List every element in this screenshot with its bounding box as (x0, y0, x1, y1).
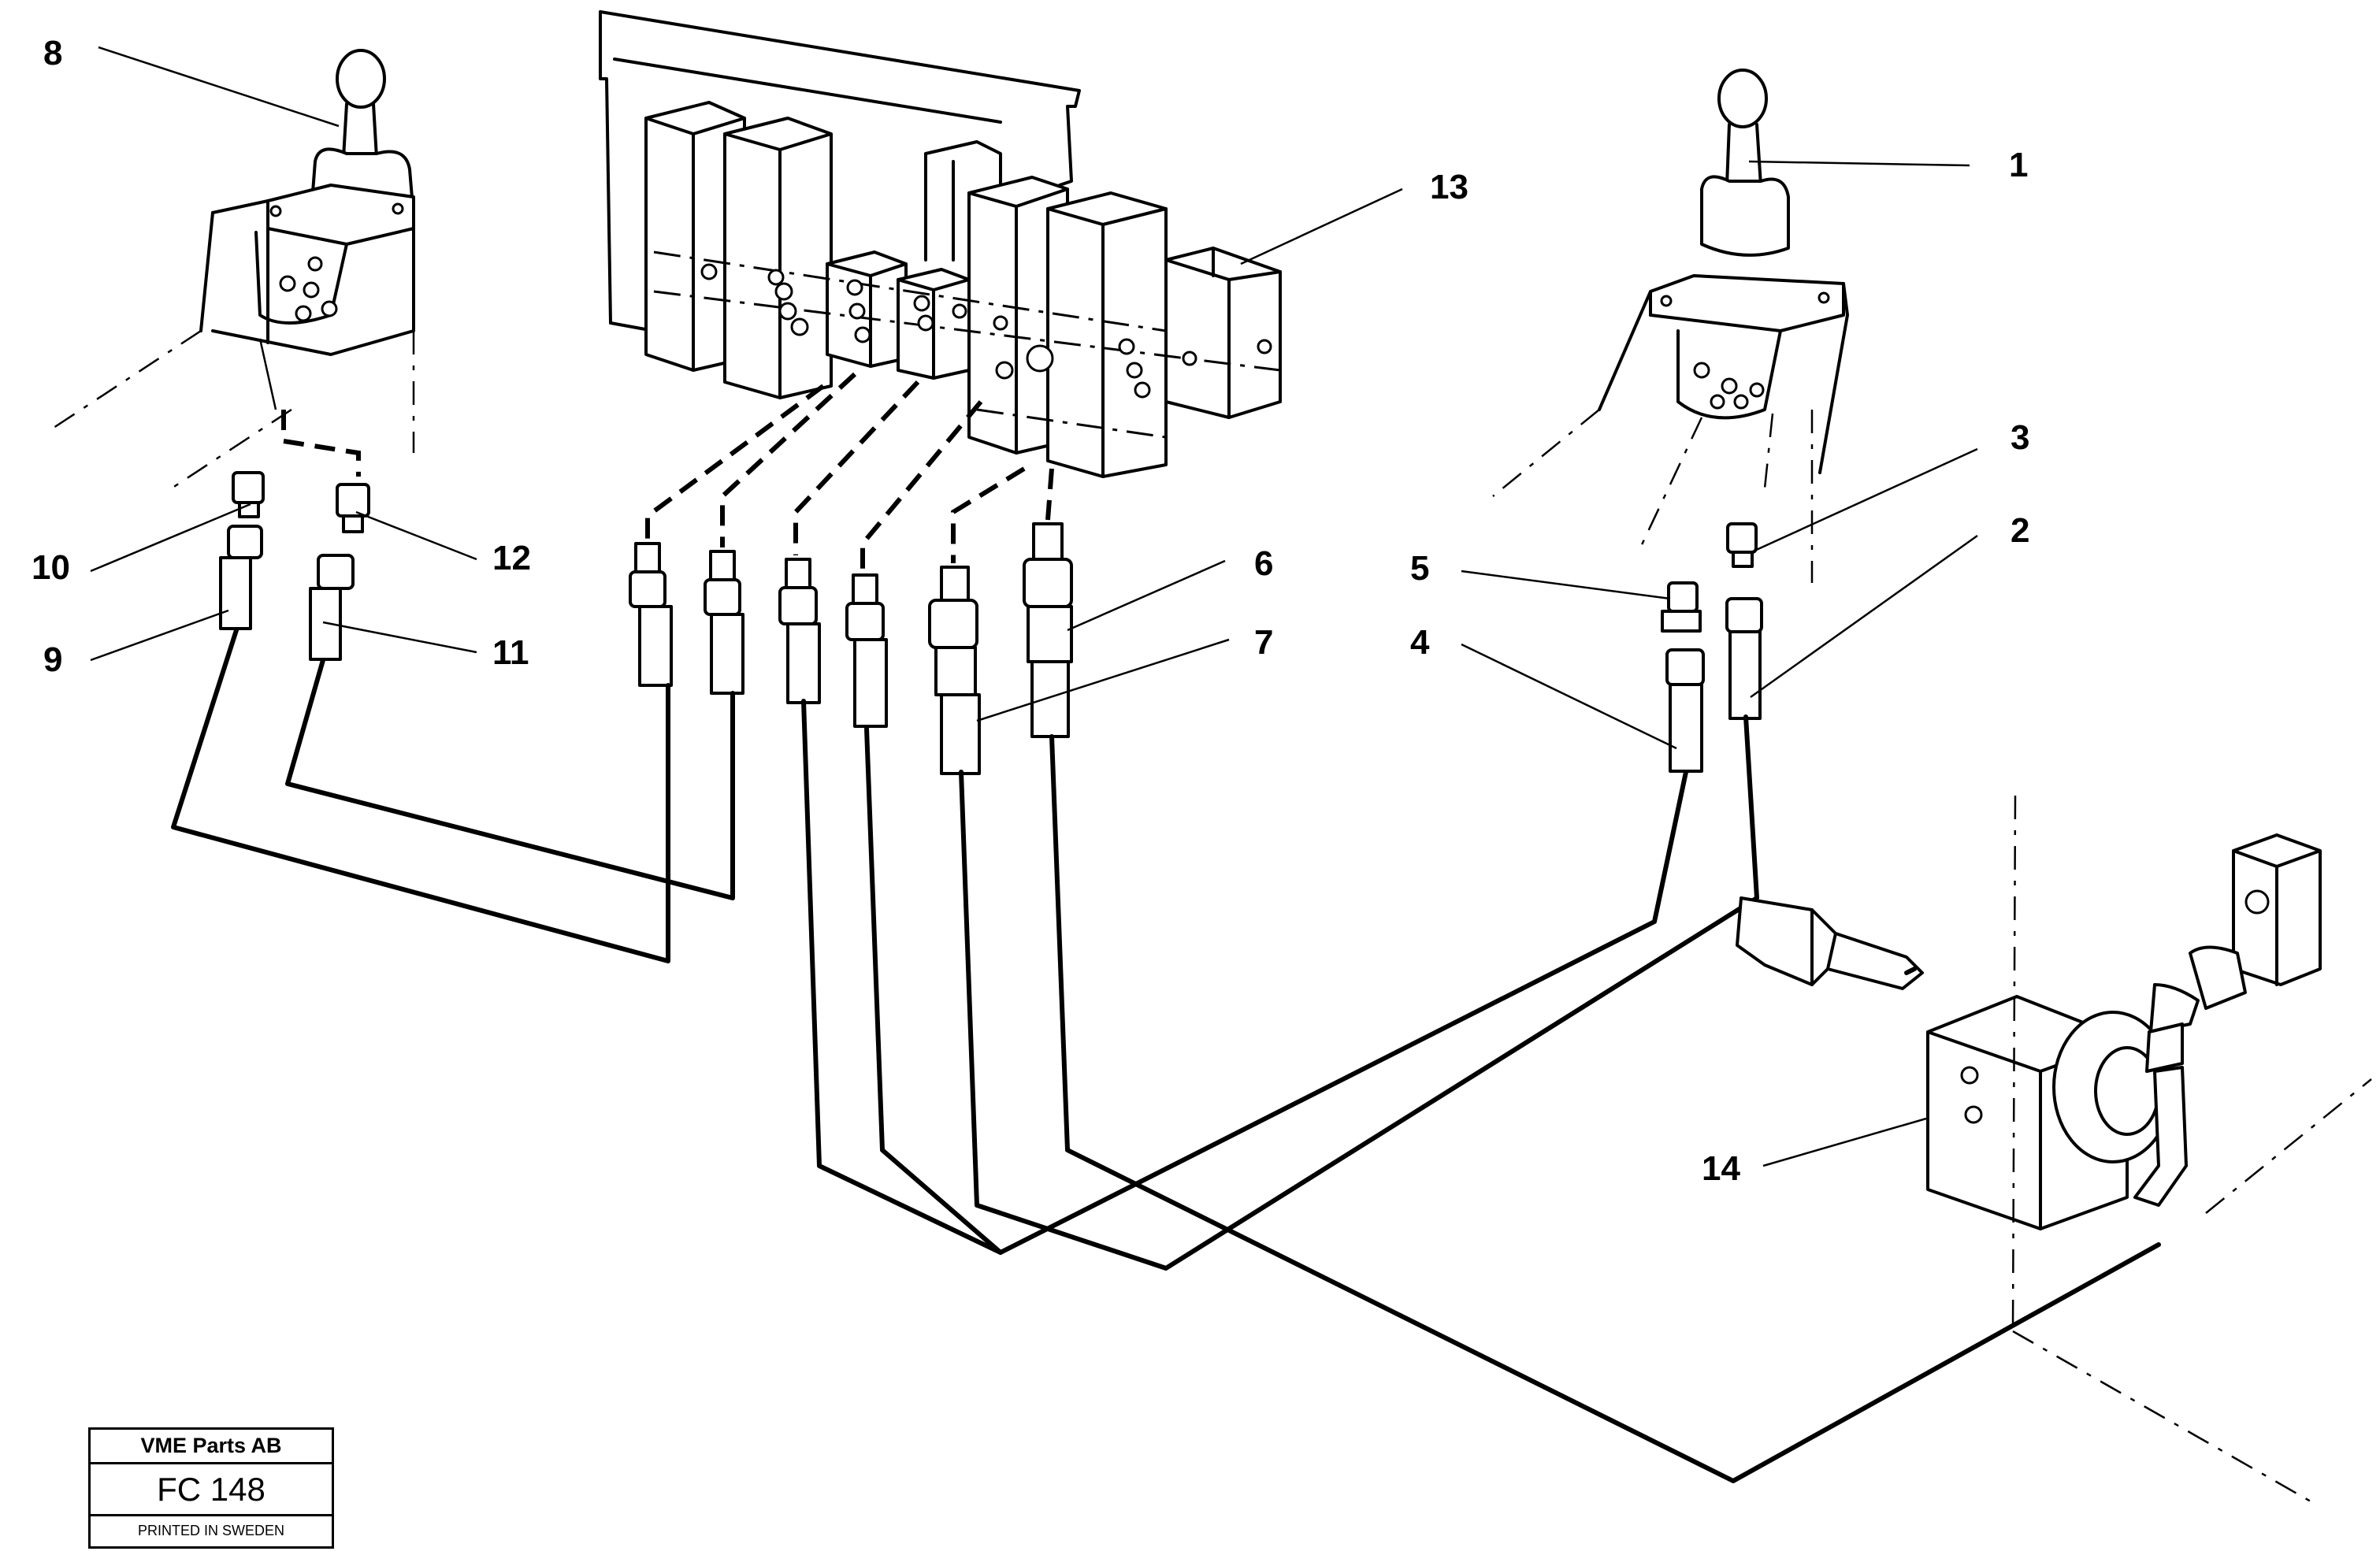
company-name: VME Parts AB (91, 1430, 332, 1464)
title-block: VME Parts AB FC 148 PRINTED IN SWEDEN (88, 1427, 334, 1549)
callout-8: 8 (43, 34, 62, 72)
callout-6: 6 (1254, 544, 1273, 583)
callout-5: 5 (1410, 549, 1429, 588)
callout-3: 3 (2011, 418, 2029, 457)
callout-4: 4 (1410, 623, 1430, 662)
valve-block (599, 10, 1282, 478)
callout-2: 2 (2011, 511, 2029, 550)
right-control-lever (1492, 69, 1849, 583)
callout-14: 14 (1702, 1149, 1740, 1188)
callout-labels: 8 1 13 3 2 10 12 6 5 9 11 7 4 14 (32, 34, 2029, 1188)
callout-12: 12 (492, 539, 531, 577)
pressure-block-assembly (1736, 795, 2372, 1506)
callout-13: 13 (1430, 168, 1468, 206)
pilot-dashed-lines (281, 372, 1054, 571)
callout-9: 9 (43, 640, 62, 679)
printed-note: PRINTED IN SWEDEN (137, 1523, 284, 1538)
callout-7: 7 (1254, 623, 1273, 662)
callout-10: 10 (32, 548, 70, 587)
hose-fittings (219, 471, 1763, 775)
hoses (171, 628, 2161, 1483)
left-control-lever (50, 49, 415, 494)
callout-1: 1 (2009, 146, 2028, 184)
figure-code: FC 148 (91, 1464, 332, 1516)
callout-11: 11 (492, 633, 529, 672)
leader-lines (90, 46, 1978, 1167)
